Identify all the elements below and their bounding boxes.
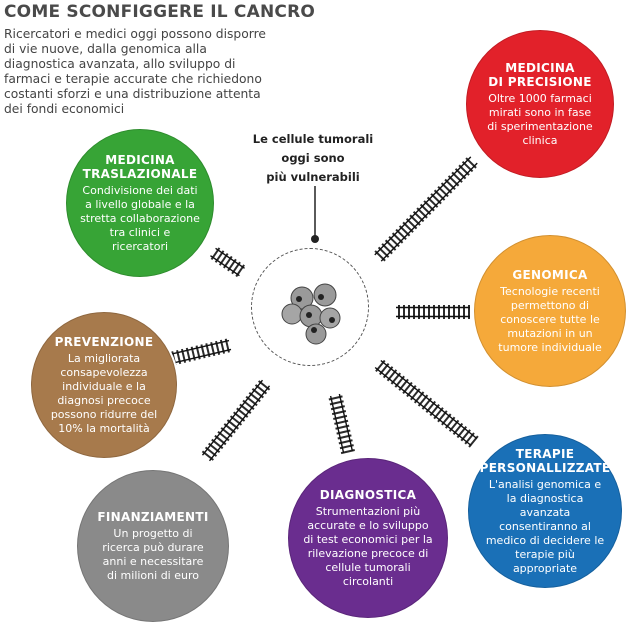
center-label-line: Le cellule tumorali (252, 132, 374, 146)
intro-paragraph: Ricercatori e medici oggi possono dispor… (4, 27, 266, 116)
circle-body: L'analisi genomica e la diagnostica avan… (485, 477, 605, 575)
circle-finanziamenti: FINANZIAMENTI Un progetto di ricerca può… (75, 468, 231, 624)
center-label-line: oggi sono (281, 151, 345, 165)
circle-diagnostica: DIAGNOSTICA Strumentazioni più accurate … (286, 456, 450, 620)
circle-title: DIAGNOSTICA (319, 487, 417, 502)
circle-body: Oltre 1000 farmaci mirati sono in fase d… (487, 91, 593, 147)
center-label-line: più vulnerabili (266, 170, 360, 184)
circle-body: La migliorata consapevolezza individuale… (50, 351, 158, 435)
center-dashed-ring (251, 248, 369, 366)
center-label: Le cellule tumorali oggi sono più vulner… (248, 130, 378, 187)
circle-body: Condivisione dei dati a livello globale … (80, 183, 200, 253)
circle-title: FINANZIAMENTI (97, 509, 209, 524)
railway-track (374, 359, 479, 448)
railway-track (328, 393, 355, 455)
circle-body: Strumentazioni più accurate e lo svilupp… (303, 504, 433, 588)
circle-genomica: GENOMICA Tecnologie recenti permettono d… (472, 233, 628, 389)
railway-track (396, 305, 470, 319)
page-title: COME SCONFIGGERE IL CANCRO (4, 2, 316, 22)
circle-title: GENOMICA (512, 267, 588, 282)
circle-prevenzione: PREVENZIONE La migliorata consapevolezza… (29, 310, 179, 460)
railway-track (201, 379, 271, 462)
railway-track (210, 247, 245, 278)
pointer-dot (311, 235, 319, 243)
railway-track (374, 156, 478, 262)
circle-body: Tecnologie recenti permettono di conosce… (498, 284, 602, 354)
track-layer (164, 156, 479, 462)
circle-body: Un progetto di ricerca può durare anni e… (102, 526, 204, 582)
circle-title: PREVENZIONE (54, 334, 154, 349)
